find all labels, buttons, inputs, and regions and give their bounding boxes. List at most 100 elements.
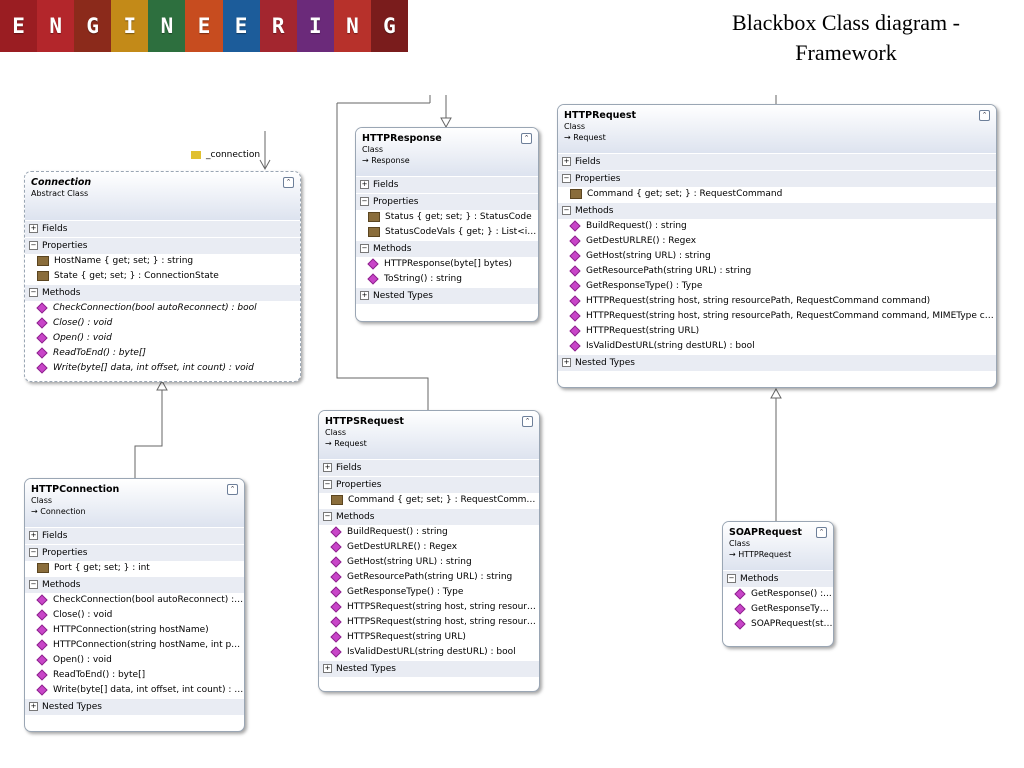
method-item[interactable]: GetHost(string URL) : string <box>319 555 539 570</box>
collapse-section-icon[interactable]: − <box>360 197 369 206</box>
method-item[interactable]: GetDestURLRE() : Regex <box>319 540 539 555</box>
collapse-section-icon[interactable]: − <box>360 244 369 253</box>
collapse-icon[interactable]: ⌃ <box>521 133 532 144</box>
section-nested-types[interactable]: +Nested Types <box>25 698 244 715</box>
method-item[interactable]: IsValidDestURL(string destURL) : bool <box>319 645 539 660</box>
section-methods[interactable]: −Methods <box>25 576 244 593</box>
section-nested-types[interactable]: +Nested Types <box>558 354 996 371</box>
collapse-icon[interactable]: ⌃ <box>227 484 238 495</box>
collapse-section-icon[interactable]: − <box>29 241 38 250</box>
inheritance-arrow-httprequest <box>770 387 782 399</box>
method-item[interactable]: GetDestURLRE() : Regex <box>558 234 996 249</box>
method-item[interactable]: Write(byte[] data, int offset, int count… <box>25 683 244 698</box>
method-item[interactable]: GetResourcePath(string URL) : string <box>319 570 539 585</box>
collapse-icon[interactable]: ⌃ <box>283 177 294 188</box>
method-item[interactable]: Write(byte[] data, int offset, int count… <box>25 361 300 376</box>
collapse-section-icon[interactable]: − <box>562 206 571 215</box>
method-item[interactable]: ReadToEnd() : byte[] <box>25 668 244 683</box>
inheritance-arrow-response <box>440 117 452 129</box>
method-item[interactable]: GetResponse() :... <box>723 587 833 602</box>
method-item[interactable]: Open() : void <box>25 331 300 346</box>
method-item[interactable]: HTTPResponse(byte[] bytes) <box>356 257 538 272</box>
property-item[interactable]: Port { get; set; } : int <box>25 561 244 576</box>
class-httpresponse[interactable]: HTTPResponse Class → Response ⌃ +Fields … <box>355 127 539 322</box>
method-item[interactable]: GetHost(string URL) : string <box>558 249 996 264</box>
section-fields[interactable]: +Fields <box>319 459 539 476</box>
section-nested-types[interactable]: +Nested Types <box>319 660 539 677</box>
expand-icon[interactable]: + <box>29 224 38 233</box>
section-fields[interactable]: +Fields <box>25 527 244 544</box>
method-item[interactable]: HTTPSRequest(string host, string resourc… <box>319 600 539 615</box>
expand-icon[interactable]: + <box>323 463 332 472</box>
method-item[interactable]: Close() : void <box>25 608 244 623</box>
section-properties[interactable]: −Properties <box>25 237 300 254</box>
method-item[interactable]: HTTPConnection(string hostName) <box>25 623 244 638</box>
method-item[interactable]: Open() : void <box>25 653 244 668</box>
expand-icon[interactable]: + <box>29 702 38 711</box>
method-item[interactable]: GetResponseType() : Type <box>319 585 539 600</box>
expand-icon[interactable]: + <box>562 358 571 367</box>
collapse-section-icon[interactable]: − <box>323 480 332 489</box>
method-icon <box>36 668 48 681</box>
method-item[interactable]: BuildRequest() : string <box>558 219 996 234</box>
method-item[interactable]: CheckConnection(bool autoReconnect) : bo… <box>25 593 244 608</box>
class-httpsrequest[interactable]: HTTPSRequest Class → Request ⌃ +Fields −… <box>318 410 540 692</box>
property-item[interactable]: State { get; set; } : ConnectionState <box>25 269 300 284</box>
collapse-section-icon[interactable]: − <box>562 174 571 183</box>
section-fields[interactable]: +Fields <box>558 153 996 170</box>
expand-icon[interactable]: + <box>360 291 369 300</box>
class-soaprequest[interactable]: SOAPRequest Class → HTTPRequest ⌃ −Metho… <box>722 521 834 647</box>
method-item[interactable]: GetResourcePath(string URL) : string <box>558 264 996 279</box>
section-methods[interactable]: −Methods <box>723 570 833 587</box>
expand-icon[interactable]: + <box>360 180 369 189</box>
property-item[interactable]: Command { get; set; } : RequestCommand <box>558 187 996 202</box>
method-item[interactable]: ReadToEnd() : byte[] <box>25 346 300 361</box>
section-properties[interactable]: −Properties <box>558 170 996 187</box>
class-kind: Class <box>729 539 751 548</box>
method-item[interactable]: HTTPRequest(string host, string resource… <box>558 309 996 324</box>
method-item[interactable]: SOAPRequest(stri... <box>723 617 833 632</box>
collapse-icon[interactable]: ⌃ <box>522 416 533 427</box>
method-item[interactable]: HTTPConnection(string hostName, int port… <box>25 638 244 653</box>
collapse-section-icon[interactable]: − <box>29 288 38 297</box>
section-nested-types[interactable]: +Nested Types <box>356 287 538 304</box>
section-methods[interactable]: −Methods <box>558 202 996 219</box>
collapse-icon[interactable]: ⌃ <box>816 527 827 538</box>
method-item[interactable]: CheckConnection(bool autoReconnect) : bo… <box>25 301 300 316</box>
collapse-section-icon[interactable]: − <box>29 548 38 557</box>
method-item[interactable]: IsValidDestURL(string destURL) : bool <box>558 339 996 354</box>
method-item[interactable]: HTTPSRequest(string host, string resourc… <box>319 615 539 630</box>
method-item[interactable]: HTTPRequest(string host, string resource… <box>558 294 996 309</box>
method-icon <box>36 346 48 359</box>
collapse-section-icon[interactable]: − <box>727 574 736 583</box>
section-methods[interactable]: −Methods <box>356 240 538 257</box>
method-item[interactable]: BuildRequest() : string <box>319 525 539 540</box>
section-fields[interactable]: +Fields <box>25 220 300 237</box>
section-properties[interactable]: −Properties <box>25 544 244 561</box>
method-item[interactable]: HTTPSRequest(string URL) <box>319 630 539 645</box>
section-properties[interactable]: −Properties <box>356 193 538 210</box>
class-httprequest[interactable]: HTTPRequest Class → Request ⌃ +Fields −P… <box>557 104 997 388</box>
collapse-section-icon[interactable]: − <box>323 512 332 521</box>
method-item[interactable]: GetResponseType() : Type <box>558 279 996 294</box>
collapse-icon[interactable]: ⌃ <box>979 110 990 121</box>
class-connection[interactable]: Connection Abstract Class ⌃ +Fields −Pro… <box>24 171 301 382</box>
property-item[interactable]: StatusCodeVals { get; } : List<int> <box>356 225 538 240</box>
method-item[interactable]: Close() : void <box>25 316 300 331</box>
expand-icon[interactable]: + <box>323 664 332 673</box>
class-header: Connection Abstract Class ⌃ <box>25 172 300 220</box>
class-httpconnection[interactable]: HTTPConnection Class → Connection ⌃ +Fie… <box>24 478 245 732</box>
section-fields[interactable]: +Fields <box>356 176 538 193</box>
method-item[interactable]: GetResponseTyp... <box>723 602 833 617</box>
collapse-section-icon[interactable]: − <box>29 580 38 589</box>
method-item[interactable]: HTTPRequest(string URL) <box>558 324 996 339</box>
section-methods[interactable]: −Methods <box>319 508 539 525</box>
method-item[interactable]: ToString() : string <box>356 272 538 287</box>
expand-icon[interactable]: + <box>29 531 38 540</box>
expand-icon[interactable]: + <box>562 157 571 166</box>
section-properties[interactable]: −Properties <box>319 476 539 493</box>
property-item[interactable]: Command { get; set; } : RequestCommand <box>319 493 539 508</box>
property-item[interactable]: HostName { get; set; } : string <box>25 254 300 269</box>
section-methods[interactable]: −Methods <box>25 284 300 301</box>
property-item[interactable]: Status { get; set; } : StatusCode <box>356 210 538 225</box>
